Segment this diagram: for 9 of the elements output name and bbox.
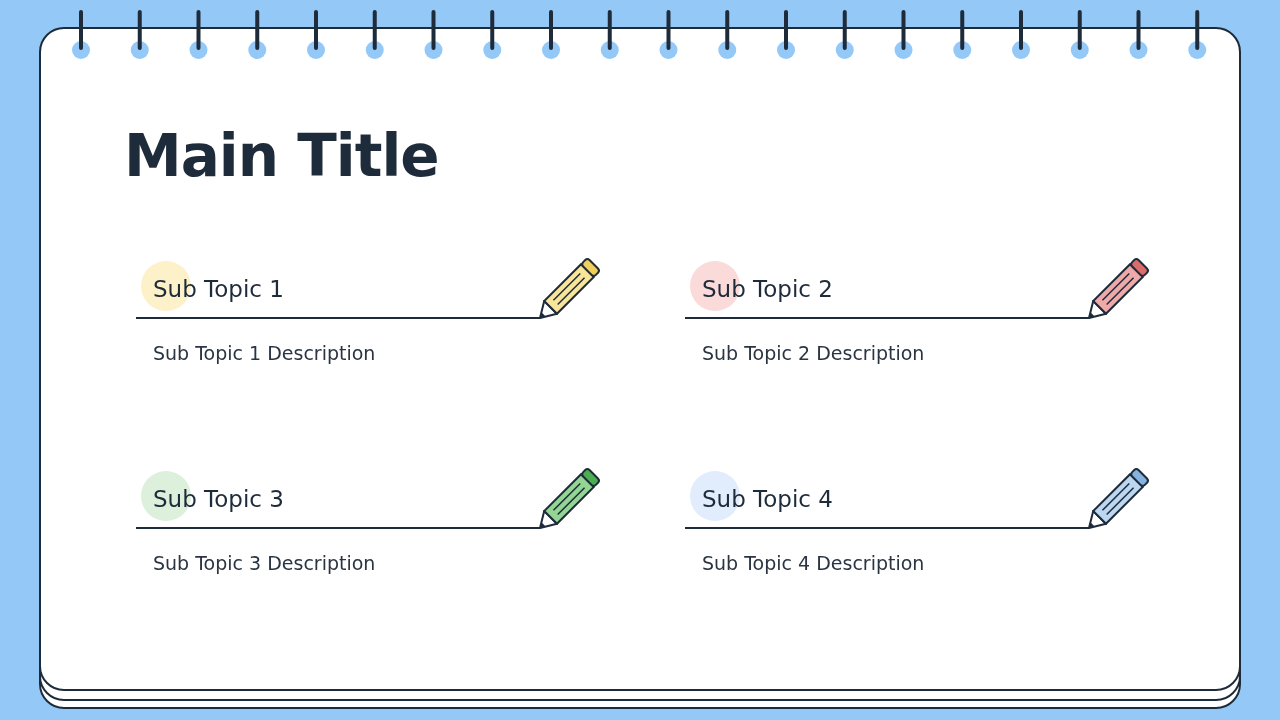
description-text: Sub Topic 2 Description <box>702 342 925 364</box>
subtopic-heading: Sub Topic 1 <box>153 276 284 302</box>
subtopic-heading: Sub Topic 3 <box>153 486 284 512</box>
subtopic-heading: Sub Topic 4 <box>702 486 833 512</box>
description-text: Sub Topic 4 Description <box>702 552 925 574</box>
description-text: Sub Topic 3 Description <box>153 552 376 574</box>
description-text: Sub Topic 1 Description <box>153 342 376 364</box>
slide-title: Main Title <box>124 122 439 190</box>
subtopic-heading: Sub Topic 2 <box>702 276 833 302</box>
